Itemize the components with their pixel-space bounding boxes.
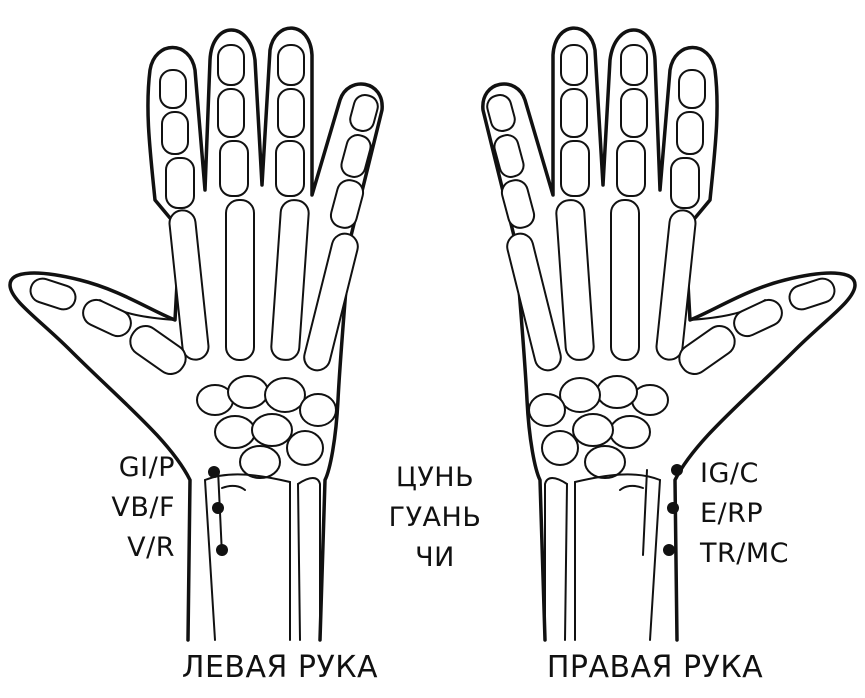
right-pulse-label-guan: E/RP [700,498,763,529]
right-hand-drawing [483,28,855,640]
left-cun-point [208,466,220,478]
right-hand-caption: ПРАВАЯ РУКА [505,650,805,685]
left-guan-point [212,502,224,514]
left-pulse-label-cun: GI/P [85,452,175,483]
right-pulse-label-chi: TR/MC [700,538,789,569]
left-hand-drawing [10,28,382,640]
left-hand-caption: ЛЕВАЯ РУКА [150,650,410,685]
position-label-chi: ЧИ [370,542,500,573]
left-chi-point [216,544,228,556]
position-label-cun: ЦУНЬ [370,462,500,493]
left-pulse-label-guan: VB/F [85,492,175,523]
left-pulse-label-chi: V/R [85,532,175,563]
position-label-guan: ГУАНЬ [370,502,500,533]
right-pulse-label-cun: IG/C [700,458,759,489]
